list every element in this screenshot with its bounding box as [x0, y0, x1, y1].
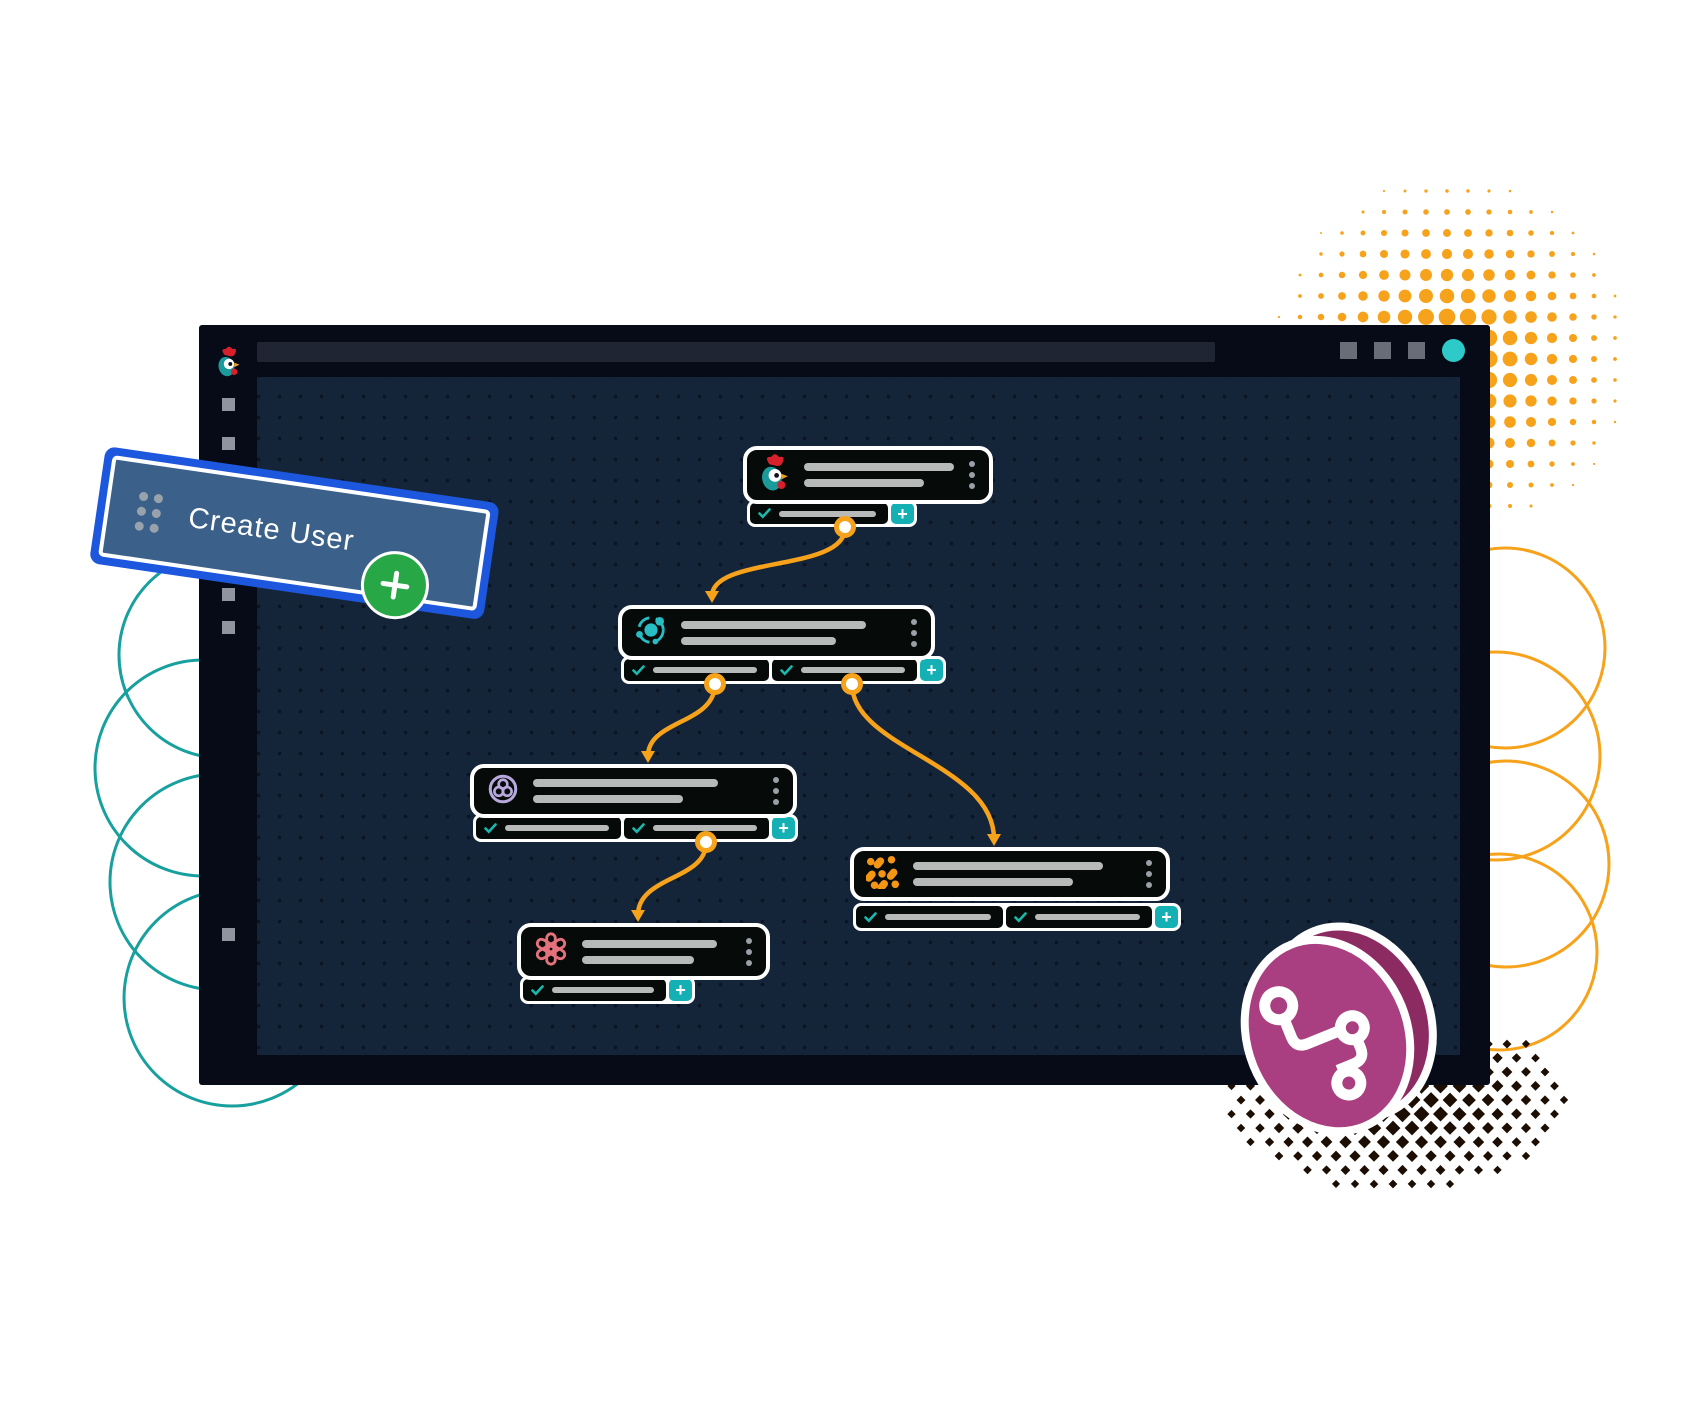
node-menu-dots[interactable] — [744, 937, 754, 966]
placeholder-line — [582, 939, 717, 948]
placeholder-line — [681, 620, 866, 629]
check-icon — [1013, 911, 1027, 923]
check-icon — [780, 664, 793, 676]
status-placeholder-line — [801, 667, 905, 673]
add-step-button[interactable]: + — [1155, 906, 1178, 928]
status-placeholder-line — [552, 987, 654, 993]
sidebar-item[interactable] — [222, 398, 235, 411]
check-icon — [632, 664, 645, 676]
node-status-section — [772, 659, 917, 681]
rooster-icon — [759, 452, 791, 499]
orange-wave-dots-icon — [865, 855, 900, 894]
connector-output-dot[interactable] — [834, 516, 856, 538]
window-control-button[interactable] — [1340, 342, 1357, 359]
check-icon — [758, 508, 771, 519]
placeholder-line — [582, 955, 694, 964]
placeholder-line — [533, 795, 683, 803]
sidebar-item[interactable] — [222, 588, 235, 601]
placeholder-line — [804, 463, 954, 471]
check-icon — [531, 984, 544, 996]
node-menu-dots[interactable] — [771, 777, 781, 805]
add-step-button[interactable]: + — [669, 979, 692, 1001]
node-status-section — [476, 817, 621, 839]
create-user-card-inner: Create User — [98, 455, 491, 624]
create-user-label: Create User — [186, 501, 357, 558]
placeholder-line — [913, 878, 1073, 886]
placeholder-line — [681, 636, 836, 645]
connector-output-dot[interactable] — [704, 673, 726, 695]
node-status-section — [624, 817, 769, 839]
node-menu-dots[interactable] — [967, 461, 977, 489]
add-step-button[interactable]: + — [772, 817, 795, 839]
check-icon — [632, 822, 645, 834]
create-user-card[interactable]: Create User — [88, 446, 500, 624]
connector-output-dot[interactable] — [695, 831, 717, 853]
status-placeholder-line — [653, 825, 757, 831]
status-placeholder-line — [505, 825, 609, 831]
swirl-ring-icon — [486, 772, 520, 811]
create-user-add-button[interactable] — [356, 546, 434, 624]
connector-output-dot[interactable] — [841, 673, 863, 695]
node-status-section — [856, 906, 1003, 928]
node-status-section — [1005, 906, 1152, 928]
check-icon — [864, 911, 877, 923]
node-status-section — [750, 503, 888, 524]
drag-handle-icon[interactable] — [134, 490, 164, 533]
rooster-logo-icon — [216, 345, 242, 379]
placeholder-line — [913, 862, 1103, 870]
window-controls — [1340, 339, 1465, 362]
add-step-button[interactable]: + — [920, 659, 943, 681]
placeholder-line — [533, 779, 718, 787]
placeholder-line — [804, 479, 924, 487]
window-control-button[interactable] — [1408, 342, 1425, 359]
status-placeholder-line — [653, 667, 757, 673]
node-status-section — [624, 659, 769, 681]
status-placeholder-line — [779, 510, 876, 517]
plus-icon — [380, 570, 410, 600]
share-icon — [1259, 986, 1370, 1101]
status-placeholder-line — [1034, 914, 1140, 920]
titlebar[interactable] — [257, 342, 1215, 362]
magenta-disc — [1212, 896, 1468, 1167]
add-step-button[interactable]: + — [891, 503, 914, 524]
sidebar-item[interactable] — [222, 621, 235, 634]
check-icon — [484, 822, 497, 834]
status-placeholder-line — [885, 914, 991, 920]
node-status-section — [523, 979, 666, 1001]
node-menu-dots[interactable] — [909, 618, 919, 647]
window-control-button[interactable] — [1374, 342, 1391, 359]
sidebar-item[interactable] — [222, 928, 235, 941]
node-menu-dots[interactable] — [1144, 860, 1154, 888]
window-control-accent-button[interactable] — [1442, 339, 1465, 362]
orbit-dots-icon — [634, 613, 668, 652]
sidebar-item[interactable] — [222, 437, 235, 450]
pink-knot-icon — [533, 931, 569, 972]
